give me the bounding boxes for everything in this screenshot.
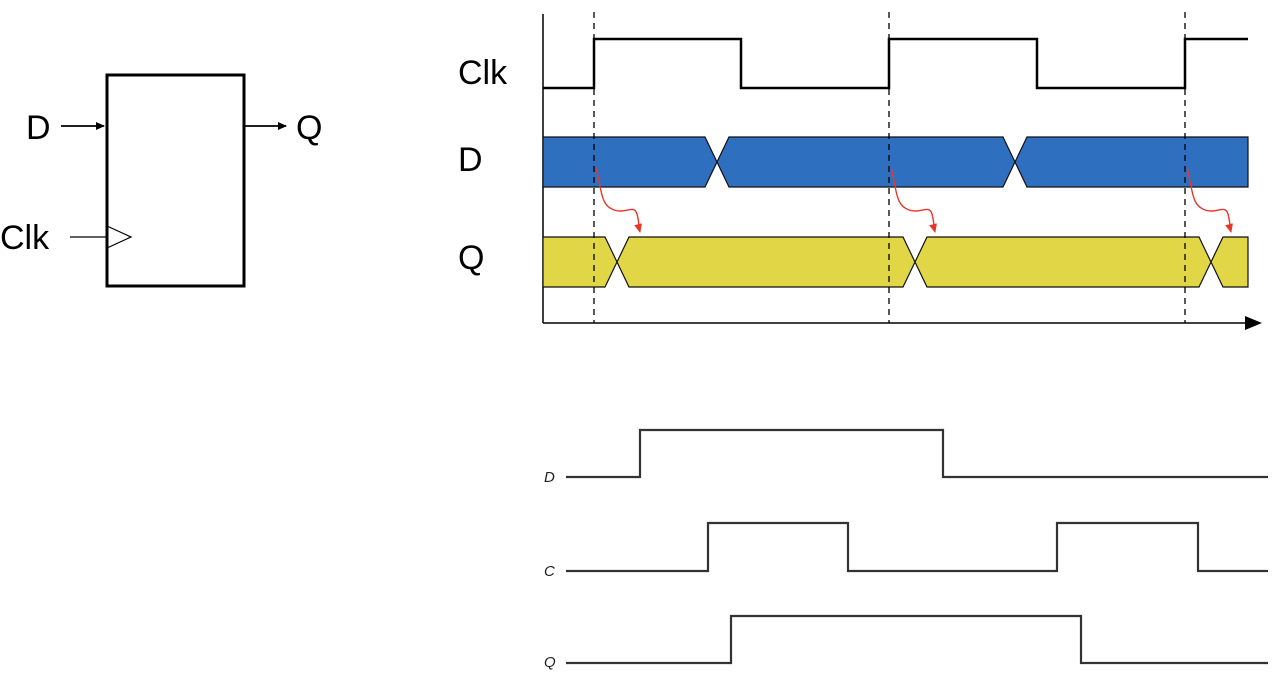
q-bus-waveform	[542, 236, 1249, 288]
timing-diagram-bottom: D C Q	[544, 428, 1268, 671]
edge-to-q-arrow	[595, 167, 642, 233]
top-signal-label-clk: Clk	[458, 54, 508, 92]
clock-waveform	[543, 37, 1248, 90]
flip-flop-box	[105, 73, 246, 288]
q-waveform	[566, 614, 1268, 665]
timing-diagram-top: Clk D Q	[458, 12, 1262, 330]
bottom-signal-label-d: D	[544, 469, 555, 486]
flip-flop-symbol: D Q Clk	[0, 73, 322, 288]
edge-to-q-arrow	[890, 167, 937, 233]
bottom-signal-label-q: Q	[544, 654, 556, 671]
top-signal-label-q: Q	[458, 239, 484, 277]
clock-triangle-icon	[106, 225, 133, 249]
d-bus-waveform	[542, 136, 1249, 188]
d-waveform	[566, 428, 1268, 479]
bottom-signal-label-c: C	[544, 563, 555, 580]
c-waveform	[566, 521, 1268, 573]
ff-clock-label: Clk	[0, 219, 50, 257]
top-signal-label-d: D	[458, 141, 483, 179]
edge-to-q-arrow	[1186, 167, 1233, 233]
ff-input-label: D	[26, 109, 51, 147]
time-axis-arrow-icon	[1245, 316, 1262, 330]
ff-output-label: Q	[296, 109, 322, 147]
